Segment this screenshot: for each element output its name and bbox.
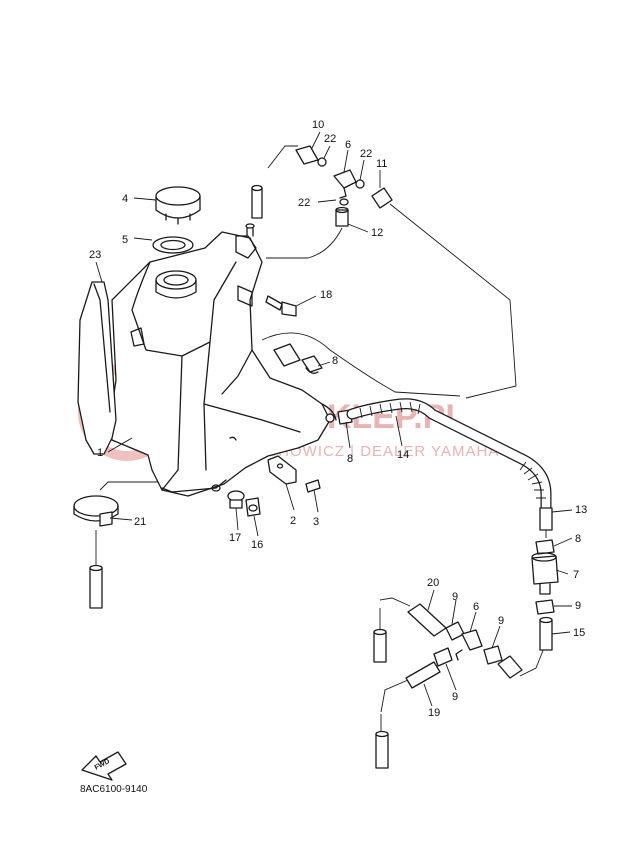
callout-6-lower: 6 bbox=[473, 601, 479, 613]
collar-16 bbox=[245, 497, 261, 517]
callout-2: 2 bbox=[290, 515, 296, 527]
hose-21 bbox=[89, 564, 103, 609]
callout-22-lower: 22 bbox=[298, 197, 310, 209]
callout-13: 13 bbox=[575, 504, 587, 516]
hose-lower-left bbox=[375, 730, 389, 769]
callout-6-upper: 6 bbox=[345, 139, 351, 151]
clip-9-lower bbox=[433, 647, 453, 667]
callout-8-upper: 8 bbox=[332, 355, 338, 367]
callout-22-left: 22 bbox=[324, 133, 336, 145]
screw-3 bbox=[305, 479, 321, 493]
callout-10: 10 bbox=[312, 119, 324, 131]
fuel-tank bbox=[109, 231, 337, 497]
callout-9-c: 9 bbox=[452, 691, 458, 703]
callout-9-filter: 9 bbox=[575, 600, 581, 612]
clip-9-right bbox=[483, 645, 503, 665]
t-joint-6-lower bbox=[455, 629, 483, 661]
callout-11: 11 bbox=[376, 158, 387, 170]
fwd-arrow-icon: FWD bbox=[81, 751, 127, 781]
side-cover bbox=[77, 281, 117, 455]
clamp-21 bbox=[73, 495, 119, 527]
callout-18: 18 bbox=[320, 289, 332, 301]
callouts: 1 2 3 4 5 6 6 7 8 8 8 9 9 9 9 10 11 12 1… bbox=[89, 119, 587, 719]
callout-23: 23 bbox=[89, 249, 101, 261]
callout-3: 3 bbox=[313, 516, 319, 528]
callout-15: 15 bbox=[573, 627, 585, 639]
callout-5: 5 bbox=[122, 234, 128, 246]
fuel-hose-14 bbox=[346, 398, 553, 531]
clip-9-upper bbox=[445, 621, 465, 641]
hose-upper-left bbox=[373, 628, 387, 663]
bracket-2 bbox=[267, 455, 297, 485]
catalog-code: 8AC6100-9140 bbox=[80, 784, 148, 795]
callout-9-a: 9 bbox=[452, 591, 458, 603]
callout-1: 1 bbox=[97, 447, 103, 459]
callout-12: 12 bbox=[371, 227, 383, 239]
callout-20: 20 bbox=[427, 577, 439, 589]
callout-7: 7 bbox=[573, 569, 579, 581]
callout-4: 4 bbox=[122, 193, 128, 205]
breather-parts bbox=[245, 145, 393, 237]
hose-right bbox=[497, 655, 523, 679]
hose-20 bbox=[407, 603, 447, 637]
cap-gasket bbox=[152, 236, 194, 254]
routing-lines bbox=[95, 145, 547, 734]
callout-22-right: 22 bbox=[360, 148, 372, 160]
callout-17: 17 bbox=[229, 532, 241, 544]
damper-17 bbox=[227, 490, 245, 509]
hose-clip-8a bbox=[273, 343, 323, 374]
bolt-18 bbox=[265, 295, 297, 317]
clip-9-filter bbox=[535, 599, 555, 615]
callout-9-b: 9 bbox=[498, 615, 504, 627]
fuel-filter-7 bbox=[531, 552, 559, 595]
leader-lines bbox=[95, 131, 573, 707]
callout-8-middle: 8 bbox=[347, 453, 353, 465]
hose-15 bbox=[539, 616, 553, 651]
clip-8-lower bbox=[535, 539, 555, 555]
fuel-cap bbox=[155, 186, 201, 225]
callout-8-filter: 8 bbox=[575, 533, 581, 545]
callout-14: 14 bbox=[397, 449, 409, 461]
callout-21: 21 bbox=[134, 516, 146, 528]
callout-19: 19 bbox=[428, 707, 440, 719]
callout-16: 16 bbox=[251, 539, 263, 551]
hose-19 bbox=[405, 661, 441, 689]
